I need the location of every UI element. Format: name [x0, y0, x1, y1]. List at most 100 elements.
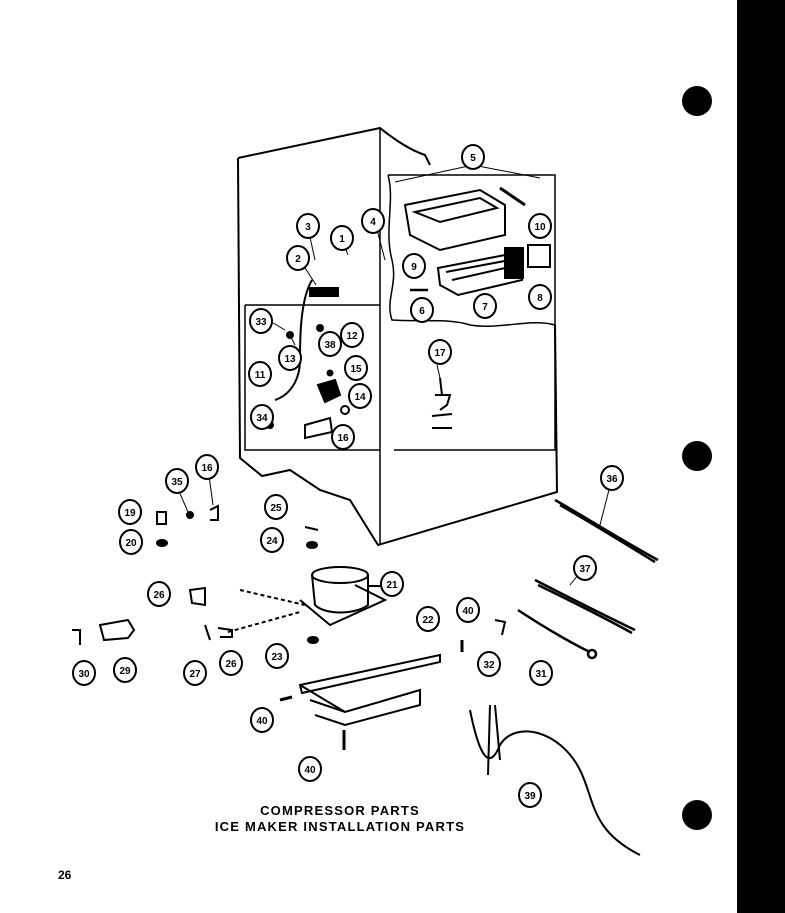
callout-label: 6 — [419, 306, 425, 317]
callout-circle — [473, 293, 497, 319]
callout-4: 4 — [361, 208, 385, 234]
callout-circle — [402, 253, 426, 279]
callout-19: 19 — [118, 499, 142, 525]
callout-label: 7 — [482, 302, 488, 313]
callout-label: 1 — [339, 234, 345, 245]
callout-label: 15 — [350, 364, 362, 375]
callout-22: 22 — [416, 606, 440, 632]
callout-36: 36 — [600, 465, 624, 491]
callout-circle — [249, 308, 273, 334]
callout-33: 33 — [249, 308, 273, 334]
fill-tube — [431, 377, 453, 429]
terminal-cover — [188, 586, 206, 607]
callout-21: 21 — [380, 571, 404, 597]
callout-label: 31 — [535, 669, 547, 680]
callout-circle — [260, 527, 284, 553]
cover-29 — [98, 618, 136, 642]
callout-label: 13 — [284, 354, 296, 365]
callout-label: 40 — [304, 765, 316, 776]
callout-label: 21 — [386, 580, 398, 591]
callout-circle — [119, 529, 143, 555]
callout-label: 36 — [606, 474, 618, 485]
callout-circle — [118, 499, 142, 525]
callout-label: 39 — [524, 791, 536, 802]
callout-13: 13 — [278, 345, 302, 371]
clip-32 — [494, 619, 507, 636]
callout-26: 26 — [147, 581, 171, 607]
callout-16: 16 — [331, 424, 355, 450]
callout-circle — [165, 468, 189, 494]
callout-label: 22 — [422, 615, 434, 626]
callout-label: 17 — [434, 348, 446, 359]
callout-40: 40 — [456, 597, 480, 623]
callout-label: 29 — [119, 666, 131, 677]
callout-37: 37 — [573, 555, 597, 581]
punch-hole-top — [682, 86, 712, 116]
screw-40b — [279, 695, 293, 702]
callout-label: 19 — [124, 508, 136, 519]
callout-20: 20 — [119, 529, 143, 555]
callout-39: 39 — [518, 782, 542, 808]
callout-17: 17 — [428, 339, 452, 365]
ice-maker-unit — [436, 247, 524, 297]
callout-circle — [250, 707, 274, 733]
callout-circle — [250, 404, 274, 430]
base-plate — [298, 653, 441, 727]
callout-23: 23 — [265, 643, 289, 669]
callout-25: 25 — [264, 494, 288, 520]
compressor — [227, 566, 388, 633]
callout-2: 2 — [286, 245, 310, 271]
punch-hole-middle — [682, 441, 712, 471]
tubing — [517, 498, 659, 660]
callout-circle — [410, 297, 434, 323]
callout-circle — [248, 361, 272, 387]
callout-circle — [344, 355, 368, 381]
callout-label: 14 — [354, 392, 366, 403]
callout-10: 10 — [528, 213, 552, 239]
overload-clip — [204, 624, 233, 641]
water-line-end — [487, 704, 501, 776]
grommet — [307, 636, 319, 644]
binder-edge — [737, 0, 785, 913]
punch-hole-bottom — [682, 800, 712, 830]
caption-line-2: ICE MAKER INSTALLATION PARTS — [214, 819, 466, 834]
callout-circle — [529, 660, 553, 686]
callout-circle — [528, 213, 552, 239]
callout-circle — [330, 225, 354, 251]
callout-15: 15 — [344, 355, 368, 381]
callout-12: 12 — [340, 322, 364, 348]
callout-circle — [298, 756, 322, 782]
callout-label: 12 — [346, 331, 358, 342]
callout-label: 4 — [370, 217, 376, 228]
callout-circle — [113, 657, 137, 683]
callout-label: 3 — [305, 222, 311, 233]
callout-circle — [573, 555, 597, 581]
callout-label: 26 — [153, 590, 165, 601]
callout-35: 35 — [165, 468, 189, 494]
callout-3: 3 — [296, 213, 320, 239]
callout-label: 40 — [256, 716, 268, 727]
callout-label: 24 — [266, 536, 278, 547]
water-supply-line — [469, 709, 641, 856]
callout-circle — [380, 571, 404, 597]
callout-circle — [416, 606, 440, 632]
callout-11: 11 — [248, 361, 272, 387]
callout-circle — [195, 454, 219, 480]
callout-29: 29 — [113, 657, 137, 683]
callout-16: 16 — [195, 454, 219, 480]
callout-5: 5 — [461, 144, 485, 170]
ice-maker-region — [244, 174, 556, 451]
callout-label: 40 — [462, 606, 474, 617]
callout-circle — [340, 322, 364, 348]
callout-circle — [286, 245, 310, 271]
relay-parts — [156, 504, 319, 549]
callout-label: 9 — [411, 262, 417, 273]
callout-label: 26 — [225, 659, 237, 670]
callout-label: 37 — [579, 564, 591, 575]
callout-38: 38 — [318, 331, 342, 357]
callout-32: 32 — [477, 651, 501, 677]
refrigerator-cabinet — [237, 126, 559, 547]
